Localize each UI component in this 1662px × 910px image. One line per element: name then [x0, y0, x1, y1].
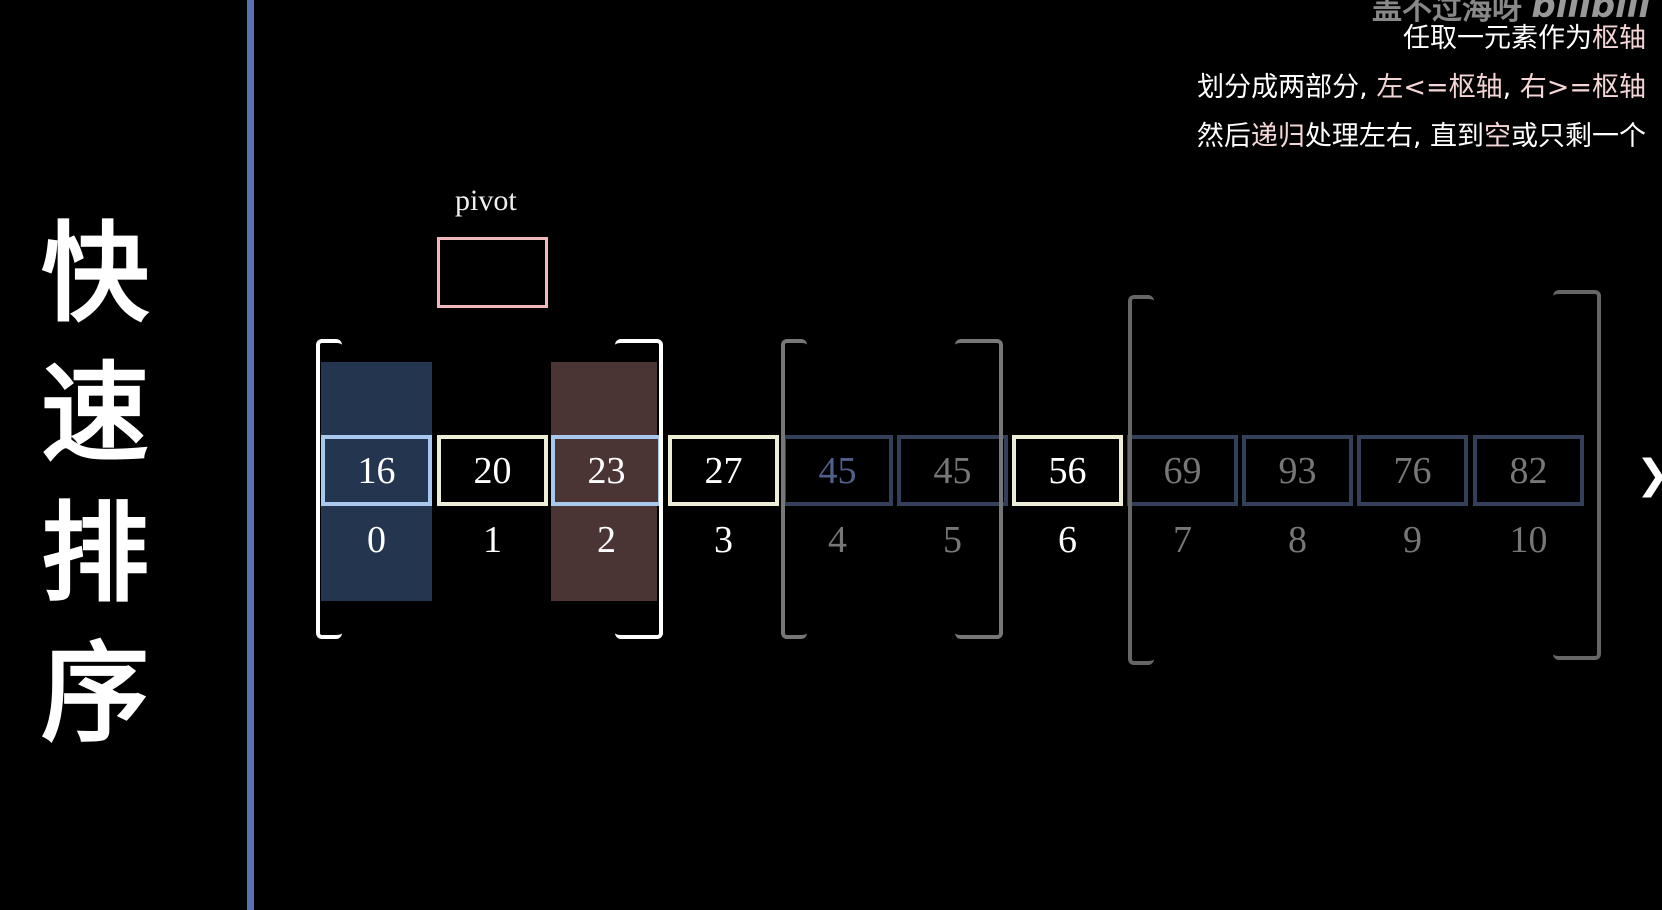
- group-bracket-right: [955, 339, 1003, 639]
- note-segment: 枢轴: [1592, 23, 1646, 54]
- title-char: 排: [40, 492, 149, 617]
- chevron-right-icon[interactable]: ❯: [1636, 452, 1662, 498]
- description-notes: 任取一元素作为枢轴划分成两部分, 左<=枢轴, 右>=枢轴然后递归处理左右, 直…: [1197, 14, 1646, 161]
- array-cell: 20: [437, 435, 548, 506]
- title-char: 快: [40, 212, 149, 337]
- note-segment: 左<=枢轴: [1376, 72, 1503, 103]
- title-char: 序: [40, 632, 149, 757]
- array-index: 5: [943, 519, 962, 561]
- bilibili-logo: bilibili: [1531, 0, 1650, 26]
- array-cell: 45: [897, 435, 1008, 506]
- note-segment: 或只剩一个: [1511, 121, 1646, 152]
- group-bracket-left: [1128, 295, 1154, 665]
- note-segment: 然后: [1196, 121, 1251, 152]
- note-segment: 空: [1484, 121, 1511, 152]
- note-line: 任取一元素作为枢轴: [1197, 14, 1646, 63]
- group-bracket-left: [781, 339, 807, 639]
- array-index: 4: [828, 519, 847, 561]
- section-title: 快 速 排 序: [30, 205, 160, 765]
- array-index: 1: [483, 519, 502, 561]
- array-cell: 27: [668, 435, 779, 506]
- array-index: 10: [1509, 519, 1548, 561]
- array-index: 2: [597, 519, 616, 561]
- title-char: 速: [40, 352, 149, 477]
- array-cell: 76: [1357, 435, 1468, 506]
- note-line: 划分成两部分, 左<=枢轴, 右>=枢轴: [1197, 63, 1646, 112]
- array-index: 3: [714, 519, 733, 561]
- pivot-slot: [437, 237, 548, 308]
- array-index: 8: [1288, 519, 1307, 561]
- array-index: 7: [1173, 519, 1192, 561]
- note-segment: 右>=枢轴: [1519, 72, 1646, 103]
- array-index: 9: [1403, 519, 1422, 561]
- array-cell: 93: [1242, 435, 1353, 506]
- array-cell: 16: [321, 435, 432, 506]
- array-cell: 56: [1012, 435, 1123, 506]
- note-line: 然后递归处理左右, 直到空或只剩一个: [1197, 112, 1646, 161]
- array-index: 6: [1058, 519, 1077, 561]
- note-segment: ,: [1502, 72, 1520, 103]
- group-bracket-left: [316, 339, 342, 639]
- note-segment: 任取一元素作为: [1403, 23, 1592, 54]
- array-cell: 82: [1473, 435, 1584, 506]
- note-segment: 处理左右, 直到: [1304, 121, 1484, 152]
- pivot-label: pivot: [455, 184, 517, 217]
- group-bracket-right: [1553, 290, 1601, 660]
- note-segment: 递归: [1250, 121, 1305, 152]
- note-segment: 划分成两部分,: [1197, 72, 1377, 103]
- watermark: 盖不过海呀: [1372, 0, 1522, 27]
- array-index: 0: [367, 519, 386, 561]
- divider-line: [247, 0, 254, 910]
- group-bracket-right: [615, 339, 663, 639]
